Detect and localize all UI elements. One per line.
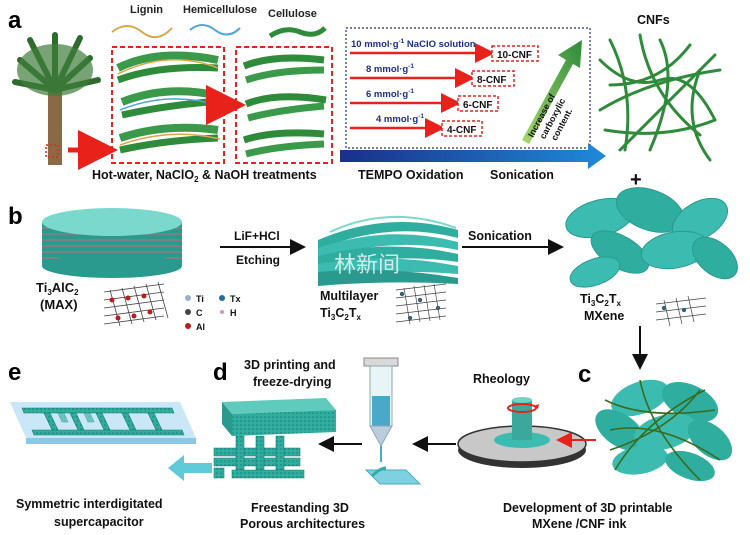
- sonication-caption-a: Sonication: [490, 168, 554, 182]
- rheology-label: Rheology: [473, 372, 530, 386]
- cnf-network: [598, 33, 722, 162]
- supercap-caption-2: supercapacitor: [54, 515, 144, 529]
- palm-tree-icon: [12, 32, 101, 165]
- cellulose-strand: [268, 26, 327, 39]
- svg-text:Tx: Tx: [230, 294, 241, 304]
- lignocellulose-fibers: [116, 51, 221, 154]
- architecture-caption-1: Freestanding 3D: [251, 501, 349, 515]
- panel-label-c: c: [578, 361, 591, 388]
- tempo-rows: 10 mmol·g-1 NaClO solution 10-CNF 8 mmol…: [350, 38, 539, 138]
- printing-title-2: freeze-drying: [253, 375, 332, 389]
- row-8-conc: 8 mmol·g-1: [366, 63, 414, 75]
- mxene-label: MXene: [584, 309, 624, 323]
- interdigitated-architecture: [213, 435, 305, 479]
- atom-legend: Ti Tx C H Al: [185, 294, 241, 332]
- mxene-flakes: [565, 187, 738, 288]
- cnfs-label: CNFs: [637, 13, 670, 27]
- label-6-cnf: 6-CNF: [463, 100, 492, 111]
- architecture-to-device-arrow: [168, 455, 212, 481]
- ti3alc2-label: Ti3AlC2: [36, 280, 79, 297]
- cellulose-label: Cellulose: [268, 8, 317, 20]
- panel-label-a: a: [8, 7, 22, 34]
- max-crystal-lattice: [103, 281, 169, 327]
- sonication-label-b: Sonication: [468, 229, 532, 243]
- lignin-label: Lignin: [130, 4, 163, 16]
- tempo-caption: TEMPO Oxidation: [358, 168, 464, 182]
- printed-filament: [370, 466, 387, 478]
- max-label: (MAX): [40, 297, 78, 312]
- max-atoms: [109, 293, 153, 321]
- svg-text:Ti: Ti: [196, 294, 204, 304]
- cellulose-fibers: [242, 54, 327, 158]
- hemicellulose-label: Hemicellulose: [183, 4, 257, 16]
- cellulose-box: [235, 46, 333, 164]
- multilayer-lattice: [395, 283, 447, 325]
- printing-title-1: 3D printing and: [244, 358, 336, 372]
- plus-sign: +: [630, 169, 642, 191]
- mxene-cnf-ink: [595, 379, 733, 482]
- architecture-caption-2: Porous architectures: [240, 517, 365, 531]
- label-4-cnf: 4-CNF: [447, 125, 476, 136]
- svg-text:C: C: [196, 308, 203, 318]
- row-10-conc: 10 mmol·g-1 NaClO solution: [351, 38, 476, 50]
- ink-caption-2: MXene /CNF ink: [532, 517, 627, 531]
- row-6-conc: 6 mmol·g-1: [366, 88, 414, 100]
- process-flow-arrow: [340, 143, 606, 169]
- freestanding-block: [222, 398, 336, 436]
- syringe-icon: [363, 357, 399, 462]
- increase-arrow: [522, 40, 582, 144]
- treatments-caption: Hot-water, NaClO2 & NaOH treatments: [92, 168, 317, 184]
- rheometer: [457, 397, 587, 468]
- label-8-cnf: 8-CNF: [477, 75, 506, 86]
- label-10-cnf: 10-CNF: [497, 50, 532, 61]
- lignin-strand: [111, 25, 173, 39]
- svg-text:Al: Al: [196, 322, 205, 332]
- panel-label-b: b: [8, 203, 23, 230]
- lif-hcl-label: LiF+HCl: [234, 229, 280, 243]
- hemicellulose-strand: [189, 24, 241, 36]
- svg-text:H: H: [230, 308, 237, 318]
- watermark: 林新间: [334, 252, 400, 277]
- supercap-caption-1: Symmetric interdigitated: [16, 497, 163, 511]
- row-4-conc: 4 mmol·g-1: [376, 113, 424, 125]
- panel-label-d: d: [213, 359, 228, 386]
- supercapacitor-device: [10, 402, 196, 444]
- etching-label: Etching: [236, 253, 280, 267]
- print-substrate: [364, 469, 422, 485]
- multilayer-label: Multilayer: [320, 289, 378, 303]
- max-stack: [42, 208, 182, 278]
- ink-caption-1: Development of 3D printable: [503, 501, 673, 515]
- mxene-lattice: [655, 295, 707, 327]
- panel-label-e: e: [8, 359, 21, 386]
- mxene-formula: Ti3C2Tx: [580, 292, 621, 308]
- multilayer-stack: [318, 216, 458, 286]
- multilayer-formula: Ti3C2Tx: [320, 306, 361, 322]
